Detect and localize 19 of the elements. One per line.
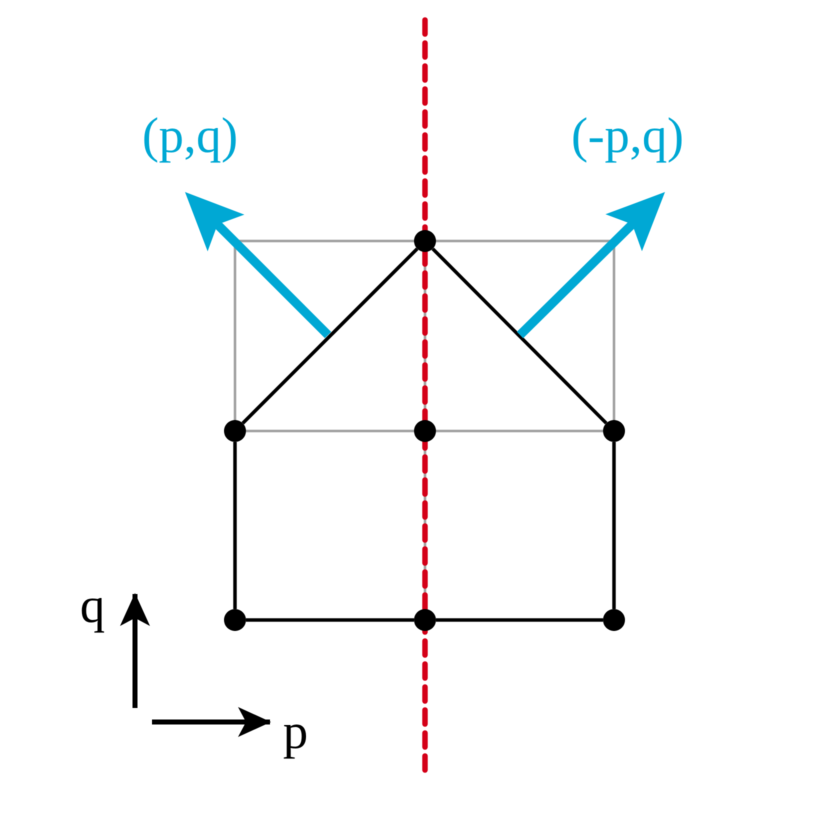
lattice-line bbox=[246, 618, 414, 622]
lattice-point bbox=[414, 420, 436, 442]
lattice-point bbox=[224, 420, 246, 442]
lattice-line bbox=[436, 430, 603, 432]
vector-label: (p,q) bbox=[120, 110, 260, 192]
lattice-line bbox=[242, 248, 418, 424]
lattice-point bbox=[414, 609, 436, 631]
lattice-line bbox=[233, 442, 237, 609]
lattice-point bbox=[603, 420, 625, 442]
lattice-point bbox=[414, 230, 436, 252]
vector-label: (-p,q) bbox=[545, 110, 710, 192]
lattice-point bbox=[224, 609, 246, 631]
arrow bbox=[185, 192, 332, 338]
arrow bbox=[516, 192, 665, 338]
lattice-line bbox=[436, 618, 603, 622]
lattice-point bbox=[603, 609, 625, 631]
lattice-line bbox=[246, 430, 414, 432]
lattice-line bbox=[432, 248, 608, 424]
lattice-line bbox=[612, 442, 616, 609]
